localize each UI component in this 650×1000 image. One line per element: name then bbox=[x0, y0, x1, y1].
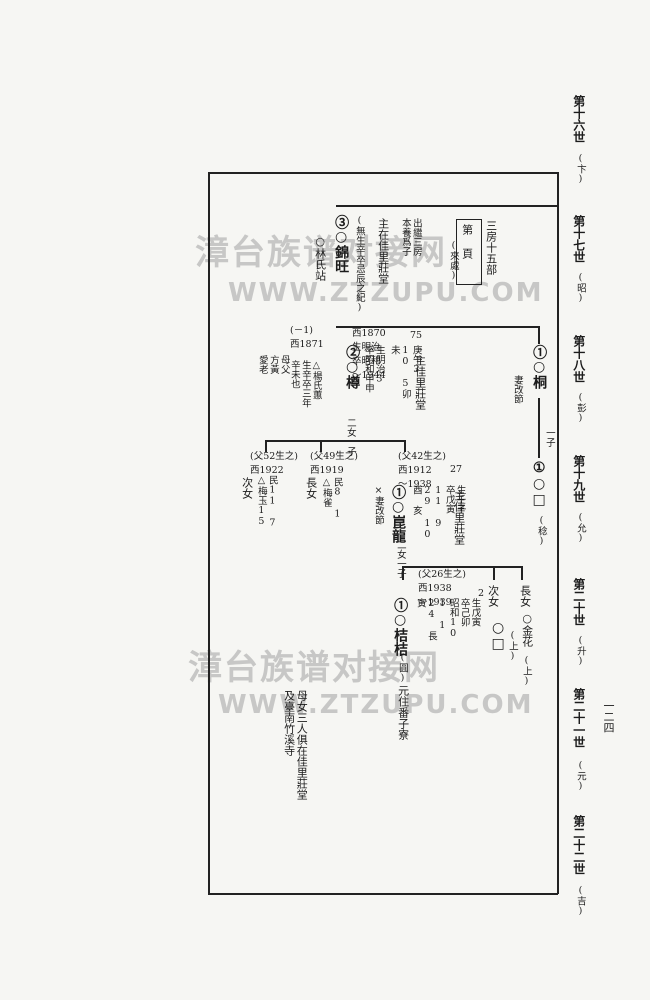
generation-20-label: 第二十世 bbox=[571, 578, 586, 626]
gen18-branch2-note: 妻改節 bbox=[511, 375, 523, 404]
gen20-child1-residence: 元住番子寮 bbox=[396, 685, 410, 740]
gen20-child1-dates: 生戊寅 卒己卯 昭和10 1 1 24 長 寅 bbox=[414, 598, 481, 641]
frame-bottom bbox=[208, 893, 558, 895]
connector-20 bbox=[402, 566, 522, 568]
connector-18 bbox=[336, 326, 539, 328]
connector-18-right bbox=[538, 326, 540, 344]
connector-19-drop3 bbox=[404, 440, 406, 452]
generation-19-label: 第十九世 bbox=[571, 455, 586, 503]
gen20-child3-name: ○金花 bbox=[520, 612, 534, 647]
gen18-branch1-residence: 主佳里莊堂 bbox=[413, 355, 427, 410]
gen18-branch2-name: ①○桐 bbox=[531, 345, 548, 389]
gen19-child3-name: ①○崑龍 bbox=[390, 485, 407, 543]
page-reference-box bbox=[456, 219, 482, 285]
gen19-child4-name: ①○□ bbox=[531, 460, 548, 508]
gen17-spouse: ○林氏站 bbox=[313, 235, 327, 281]
connector-20-drop1 bbox=[402, 566, 404, 580]
connector-17 bbox=[336, 205, 558, 207]
generation-17-code: (昭) bbox=[574, 272, 586, 304]
connector-20-drop2 bbox=[493, 566, 495, 580]
frame-right bbox=[557, 172, 559, 894]
gen17-birth-year: (－1) 西1871 bbox=[290, 325, 324, 350]
gen19-child3-children: 二女一子 bbox=[394, 540, 406, 578]
watermark-bottom-chinese: 漳台族谱对接网 bbox=[188, 648, 440, 688]
gen17-note: (無生辛卒忌辰之紀) bbox=[353, 215, 365, 313]
gen20-child1-meta: (父26生之) 西1938 ～1939 bbox=[418, 569, 467, 608]
gen20-child3-code: (上) bbox=[520, 655, 532, 687]
gen18-branch2-children: 一子 bbox=[543, 428, 555, 447]
residence-label: 主在佳里莊堂 bbox=[376, 218, 390, 284]
gen17-dates: 西1870 生明治 卒昭和 ～1944 bbox=[352, 328, 386, 381]
generation-16-label: 第十六世 bbox=[571, 95, 586, 143]
watermark-top-chinese: 漳台族谱对接网 bbox=[195, 233, 447, 273]
page-reference: 第 頁 bbox=[460, 224, 474, 259]
generation-18-label: 第十八世 bbox=[571, 335, 586, 383]
gen19-child1-detail: 民11 7 △梅玉15 bbox=[255, 475, 278, 529]
generation-21-label: 第二十一世 bbox=[571, 688, 586, 748]
gen19-child2-detail: 民8 1 △梅雀 bbox=[320, 477, 343, 520]
gen19-child4-code: (稔) bbox=[535, 515, 547, 547]
gen20-child3-role: 長女 bbox=[518, 585, 532, 607]
generation-22-label: 第二十二世 bbox=[571, 815, 586, 875]
gen18-branch1-name: ②○樽 bbox=[344, 345, 361, 389]
watermark-bottom-url: WWW.ZTZUPU.COM bbox=[218, 690, 534, 720]
gen20-child2-code: (上) bbox=[506, 630, 518, 662]
gen18-branch1-dates: 庚午3 10 5卯 未 bbox=[388, 345, 422, 399]
generation-18-code: (彭) bbox=[574, 392, 586, 424]
gen19-child1-meta: (父52生之) 西1922 bbox=[250, 451, 299, 476]
frame-left bbox=[208, 172, 210, 894]
frame-top bbox=[208, 172, 558, 174]
generation-20-code: (升) bbox=[574, 635, 586, 667]
connector-18-b2 bbox=[538, 398, 540, 458]
gen20-child2-role: 次女 bbox=[486, 585, 500, 607]
gen18-branch1-wife: △楊氏蕙 生辛卒三年 辛未也 bbox=[288, 360, 322, 408]
connector-19-drop1 bbox=[265, 440, 267, 452]
gen19-child2-role: 長女 bbox=[304, 477, 318, 499]
footnote: 母女三人俱在佳里莊堂 及臺南竹溪寺 bbox=[282, 690, 309, 800]
gen19-child3-age: 27 bbox=[450, 464, 463, 475]
branch-label: 三房十五部 bbox=[484, 220, 498, 275]
gen20-child1-age: 2 bbox=[478, 588, 485, 599]
connector-20-drop3 bbox=[521, 566, 523, 580]
gen19-child2-meta: (父49生之) 西1919 bbox=[310, 451, 359, 476]
generation-16-code: (卞) bbox=[574, 153, 586, 185]
gen19-child1-role: 次女 bbox=[240, 477, 254, 499]
connector-19-drop2 bbox=[320, 440, 322, 452]
gen19-child3-dates: 生壬子 卒戊寅 11 9 29 10 酉 亥 bbox=[410, 485, 466, 540]
watermark-top-url: WWW.ZTZUPU.COM bbox=[228, 278, 544, 308]
gen20-child2-name: ○□ bbox=[490, 620, 507, 652]
gen20-child1-code: (圓) bbox=[396, 652, 408, 684]
page-number: 一二四 bbox=[602, 700, 615, 733]
generation-19-code: (允) bbox=[574, 512, 586, 544]
gen20-child1-name: ①○桔桔 bbox=[392, 598, 409, 656]
gen17-age: 75 bbox=[410, 330, 423, 341]
gen19-child3-meta: (父42生之) 西1912 ～1938 bbox=[398, 451, 447, 490]
generation-17-label: 第十七世 bbox=[571, 215, 586, 263]
adoption-note: 出繼三房 本養爲子 bbox=[399, 218, 422, 256]
generation-22-code: (吉) bbox=[574, 885, 586, 917]
gen18-branch1-parents: 母父 方黃 愛老 bbox=[256, 355, 290, 374]
gen18-branch1-children: 二女一子 bbox=[344, 418, 356, 456]
origin-label: (來處) bbox=[447, 240, 459, 281]
gen18-branch1-birth: 生明治3 卒昭和甲申 bbox=[362, 345, 385, 393]
gen17-name: ③○錦旺 bbox=[333, 215, 350, 273]
connector-19 bbox=[265, 440, 405, 442]
gen19-child3-residence: 主佳里莊堂 bbox=[452, 490, 466, 545]
gen19-child3-note: ×妻改節 bbox=[372, 485, 384, 525]
generation-21-code: (元) bbox=[574, 760, 586, 792]
